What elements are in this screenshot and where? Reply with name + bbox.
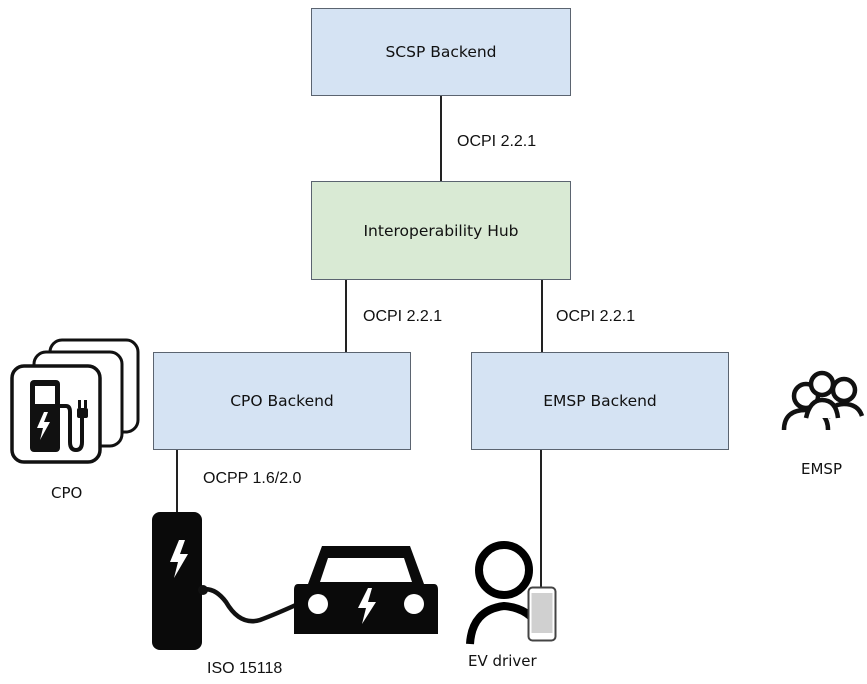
connector-emsp-phone: [540, 450, 542, 590]
charging-station-icon: [152, 512, 202, 650]
iso-15118-caption: ISO 15118: [207, 660, 283, 677]
emsp-caption: EMSP: [801, 460, 842, 478]
cpo-backend-label: CPO Backend: [230, 392, 334, 410]
hub-cpo-edge-label: OCPI 2.2.1: [363, 308, 443, 325]
cpo-charger-edge-label: OCPP 1.6/2.0: [203, 470, 302, 487]
emsp-backend-label: EMSP Backend: [543, 392, 657, 410]
connector-hub-cpo: [345, 280, 347, 353]
electric-car-icon: [294, 546, 438, 634]
scsp-backend-label: SCSP Backend: [385, 43, 497, 61]
connector-scsp-hub: [440, 95, 442, 181]
charging-cable: [198, 585, 299, 624]
charging-station-cards-icon: [10, 338, 140, 464]
scsp-hub-edge-label: OCPI 2.2.1: [457, 133, 537, 150]
ev-driver-caption: EV driver: [468, 652, 537, 670]
connector-hub-emsp: [541, 280, 543, 353]
cpo-caption: CPO: [51, 484, 83, 502]
connector-cpo-charger: [176, 450, 178, 512]
scsp-backend-node: SCSP Backend: [311, 8, 571, 96]
hub-emsp-edge-label: OCPI 2.2.1: [556, 308, 636, 325]
interoperability-hub-node: Interoperability Hub: [311, 181, 571, 280]
cpo-backend-node: CPO Backend: [153, 352, 411, 450]
users-group-icon: [781, 370, 865, 431]
smartphone-icon: [527, 586, 557, 642]
emsp-backend-node: EMSP Backend: [471, 352, 729, 450]
interoperability-hub-label: Interoperability Hub: [363, 221, 519, 240]
